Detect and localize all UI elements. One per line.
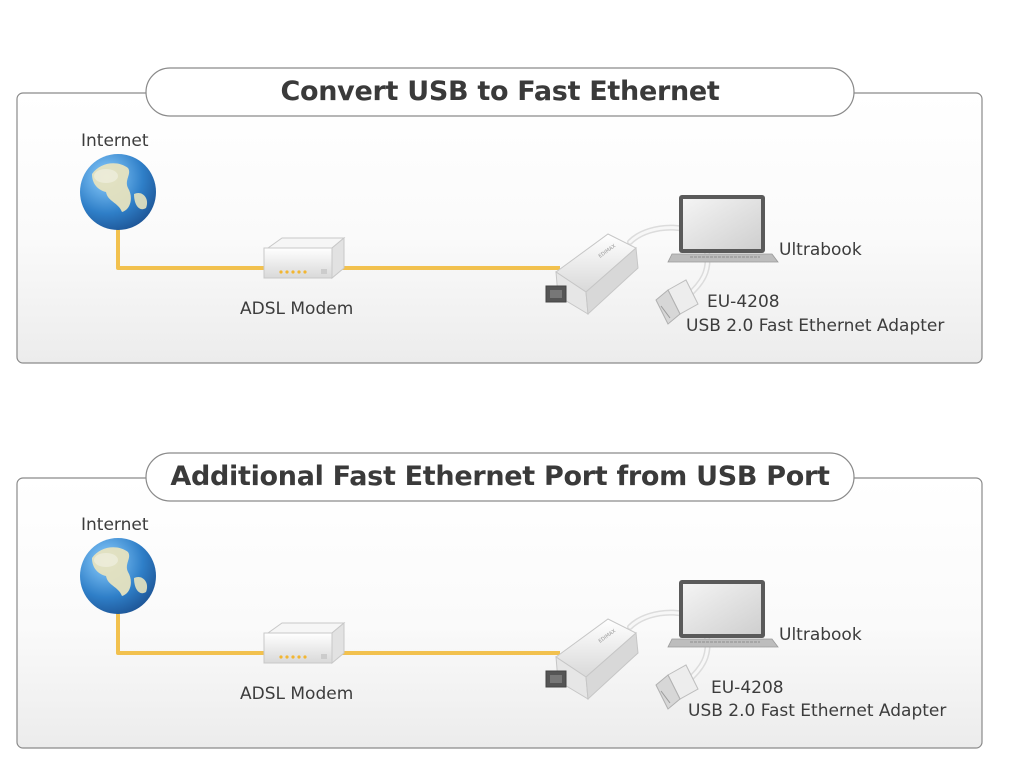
adsl-modem-icon: [263, 236, 346, 280]
adsl-modem-label: ADSL Modem: [240, 299, 354, 319]
adapter-model-label: EU-4208: [707, 292, 780, 312]
usb-ethernet-adapter-icon: EDIMAX: [545, 233, 639, 316]
network-diagram: EDIMAX: [16, 67, 983, 364]
network-diagram: EDIMAX: [16, 452, 983, 749]
panel-frame: [16, 67, 983, 364]
panel-title: Convert USB to Fast Ethernet: [280, 76, 720, 107]
ultrabook-label: Ultrabook: [779, 625, 862, 645]
internet-label: Internet: [81, 131, 149, 151]
usb-ethernet-adapter-icon: EDIMAX: [545, 618, 639, 701]
ethernet-cable: [116, 607, 560, 655]
diagram-panel-additional-port: EDIMAX Additional Fast Ethernet Port fro…: [0, 447, 1024, 777]
diagram-panel-convert-usb: EDIMAX Convert USB to Fast Ethernet Inte…: [0, 62, 1024, 392]
ultrabook-laptop-icon: [667, 195, 779, 263]
globe-icon: [80, 538, 156, 614]
adsl-modem-label: ADSL Modem: [240, 684, 354, 704]
usb-plug-icon: [655, 279, 699, 325]
adsl-modem-icon: [263, 621, 346, 665]
globe-icon: [80, 154, 156, 230]
ethernet-cable: [116, 222, 560, 270]
panel-frame: [16, 452, 983, 749]
adapter-description-label: USB 2.0 Fast Ethernet Adapter: [686, 316, 945, 336]
usb-plug-icon: [655, 664, 699, 710]
ultrabook-label: Ultrabook: [779, 240, 862, 260]
ultrabook-laptop-icon: [667, 580, 779, 648]
internet-label: Internet: [81, 515, 149, 535]
adapter-model-label: EU-4208: [711, 678, 784, 698]
adapter-description-label: USB 2.0 Fast Ethernet Adapter: [688, 701, 947, 721]
panel-title: Additional Fast Ethernet Port from USB P…: [170, 461, 830, 492]
